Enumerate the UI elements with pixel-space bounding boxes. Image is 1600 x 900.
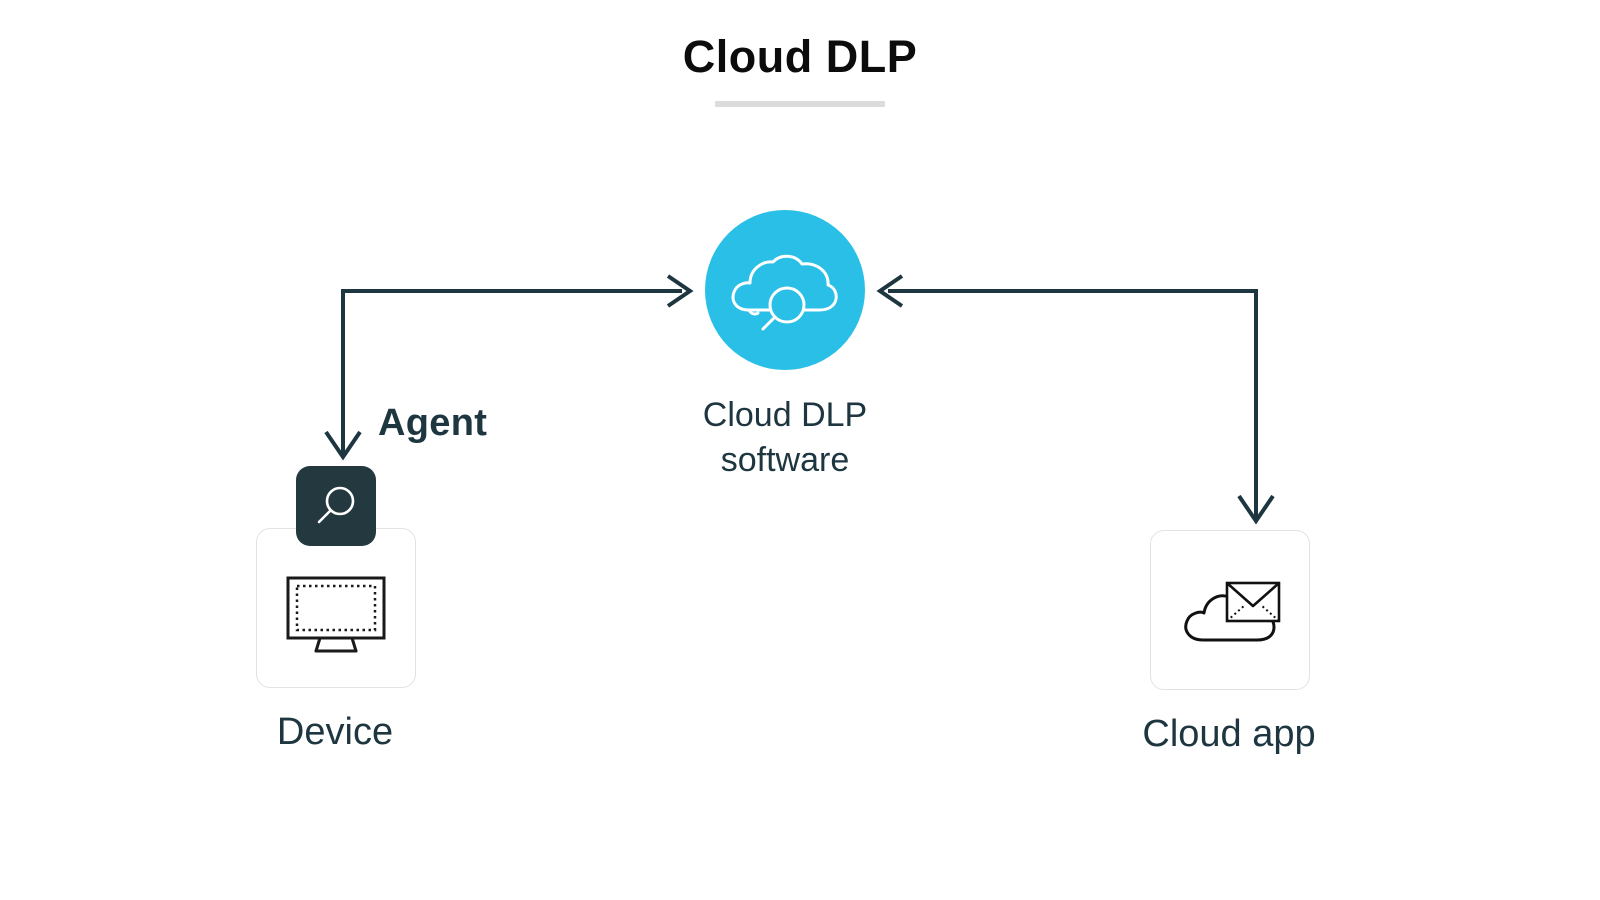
page-title: Cloud DLP: [682, 31, 918, 82]
magnifier-icon: [317, 486, 355, 524]
agent-label: Agent: [378, 402, 488, 444]
title-divider: [715, 101, 885, 107]
title-block: Cloud DLP: [0, 34, 1600, 107]
arrowhead-right-to-hub: [666, 274, 694, 308]
arrowhead-down-to-device: [324, 430, 362, 461]
cloud-magnifier-icon: [731, 254, 838, 331]
device-caption: Device: [276, 711, 394, 753]
arrowhead-down-to-cloudapp: [1237, 494, 1275, 525]
cloud-dlp-hub[interactable]: [705, 210, 865, 370]
cloud-envelope-icon: [1184, 581, 1281, 642]
monitor-icon: [286, 576, 386, 653]
hub-label: Cloud DLP software: [702, 396, 868, 479]
cloud-app-caption: Cloud app: [1142, 713, 1316, 755]
device-card[interactable]: [256, 528, 416, 688]
cloud-app-card[interactable]: [1150, 530, 1310, 690]
arrowhead-left-to-hub: [876, 274, 904, 308]
agent-badge[interactable]: [296, 466, 376, 546]
